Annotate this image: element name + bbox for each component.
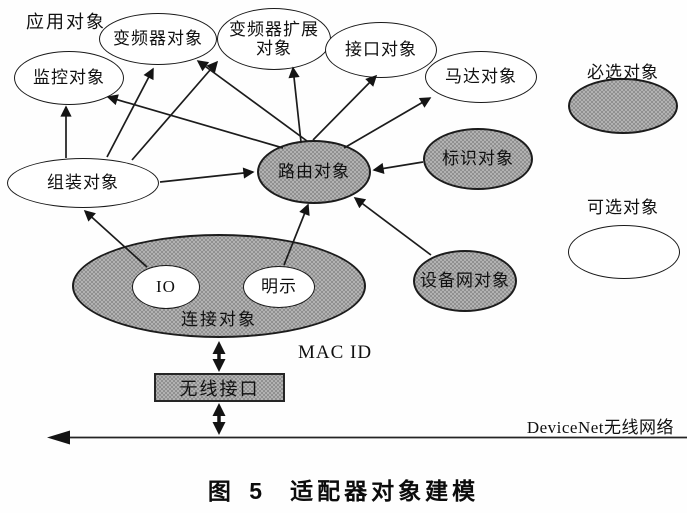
edge-identity-to-router — [372, 161, 424, 174]
edge-router-to-monitor — [106, 94, 284, 149]
legend-optional-shape — [568, 225, 680, 279]
node-io-connection: IO — [132, 265, 200, 309]
network-bus-left-arrowhead — [47, 430, 70, 445]
node-inverter-extension-object: 变频器扩展 对象 — [217, 8, 331, 70]
edge-assembly-to-router — [159, 167, 255, 183]
legend-required-shape — [568, 78, 678, 134]
edge-wireless-network-down-arrowhead — [212, 422, 226, 435]
node-connection-label: 连接对象 — [181, 309, 257, 329]
devicenet-wireless-network-label: DeviceNet无线网络 — [526, 418, 674, 437]
edge-wireless-network-up-arrowhead — [212, 403, 226, 416]
node-assembly-object: 组装对象 — [7, 158, 159, 208]
mac-id-label: MAC ID — [298, 342, 373, 363]
legend-required-label: 必选对象 — [587, 63, 659, 82]
edge-devicenet-to-router — [353, 197, 432, 256]
node-explicit-connection: 明示 — [243, 266, 315, 308]
wireless-interface-box: 无线接口 — [154, 373, 285, 402]
node-identity-label: 标识对象 — [442, 149, 514, 169]
node-router-object: 路由对象 — [257, 140, 371, 204]
edge-router-to-motor — [343, 97, 432, 149]
figure-caption-number: 图 5 — [207, 478, 269, 504]
node-io-label: IO — [156, 277, 176, 297]
legend-optional-label: 可选对象 — [587, 198, 659, 217]
node-interface-label: 接口对象 — [345, 40, 417, 60]
figure-caption: 图 5 适配器对象建模 — [0, 472, 687, 506]
edge-router-to-inverter-extension — [288, 66, 302, 143]
node-inverter-object: 变频器对象 — [99, 13, 217, 65]
node-inverter-label: 变频器对象 — [113, 29, 203, 49]
node-router-label: 路由对象 — [278, 162, 350, 182]
edge-assembly-to-inverter-extension — [131, 60, 219, 161]
node-connection-object: 连接对象 — [72, 234, 366, 338]
node-assembly-label: 组装对象 — [47, 173, 119, 193]
application-objects-label: 应用对象 — [26, 12, 106, 32]
node-interface-object: 接口对象 — [325, 22, 437, 78]
edge-connection-wireless-down-arrowhead — [212, 359, 226, 372]
node-inverter-extension-line1: 变频器扩展 — [229, 19, 319, 39]
node-identity-object: 标识对象 — [423, 128, 533, 190]
node-monitor-label: 监控对象 — [33, 68, 105, 88]
node-devicenet-object: 设备网对象 — [413, 250, 517, 312]
wireless-interface-label: 无线接口 — [179, 378, 260, 399]
node-motor-label: 马达对象 — [445, 67, 517, 87]
figure-caption-title: 适配器对象建模 — [290, 478, 480, 504]
node-monitor-object: 监控对象 — [14, 51, 124, 105]
node-inverter-extension-label: 变频器扩展 对象 — [229, 20, 319, 58]
edge-router-to-interface — [312, 74, 378, 141]
node-explicit-label: 明示 — [261, 277, 297, 297]
node-devicenet-label: 设备网对象 — [420, 271, 510, 291]
node-motor-object: 马达对象 — [425, 51, 537, 103]
edge-connection-wireless-up-arrowhead — [212, 341, 226, 354]
node-inverter-extension-line2: 对象 — [256, 39, 292, 58]
edge-router-to-inverter — [196, 60, 308, 142]
